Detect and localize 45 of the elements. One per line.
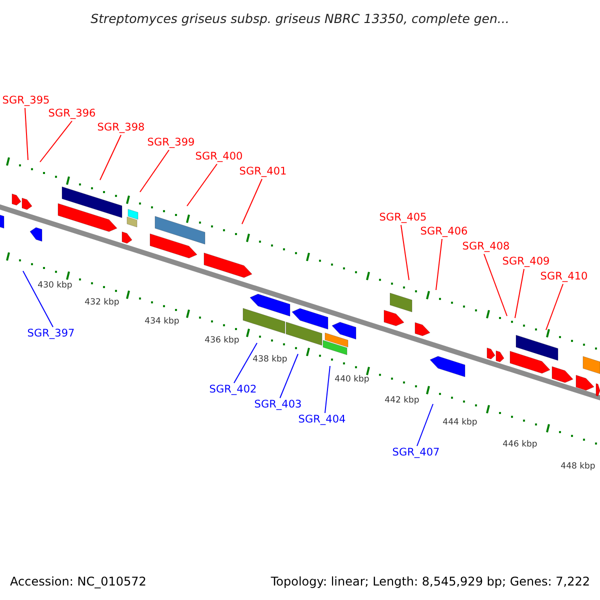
leader-line [40,120,72,162]
leader-line [400,224,410,280]
gene-label: SGR_396 [48,108,96,120]
gene-label: SGR_410 [540,270,588,284]
leader-line [436,238,442,290]
coordinate-label: 448 kbp [560,462,596,472]
gene-label: SGR_400 [195,150,243,164]
gene-label: SGR_408 [462,240,510,254]
coordinate-label: 430 kbp [38,280,72,292]
gene-label: SGR_398 [97,122,145,134]
coordinate-label: 436 kbp [204,336,240,346]
gene-label: SGR_404 [298,414,346,426]
coordinate-label: 444 kbp [442,418,478,428]
chart-title: Streptomyces griseus subsp. griseus NBRC 13350, complete gen... [90,11,510,27]
leader-line [100,134,122,180]
gene-label: SGR_399 [147,136,195,150]
coordinate-label: 440 kbp [334,374,370,386]
leader-line [484,254,508,316]
leader-line [280,354,298,398]
leader-line [22,270,54,328]
gene-label: SGR_397 [27,328,75,340]
leader-line [24,108,28,160]
leader-line [546,284,564,330]
coordinate-label: 446 kbp [502,440,538,450]
footer-text: Accession: NC_010572 [10,574,146,590]
gene-label: SGR_407 [392,446,440,460]
gene-label: SGR_395 [2,94,50,108]
coordinate-label: 442 kbp [384,396,420,406]
gene-label: SGR_405 [379,212,427,224]
gene-label: SGR_401 [239,166,287,178]
leader-line [416,404,434,446]
leader-line [186,164,218,206]
gene-label: SGR_403 [254,398,302,412]
leader-line [324,366,330,414]
coordinate-label: 438 kbp [252,354,288,366]
leader-line [242,178,262,224]
gene-label: SGR_409 [502,256,550,268]
gene-label: SGR_406 [420,226,468,238]
coordinate-label: 434 kbp [144,316,180,328]
footer-text: Topology: linear; Length: 8,545,929 bp; Genes: 7,222 [270,574,590,590]
leader-line [140,150,170,192]
coordinate-label: 432 kbp [84,298,120,308]
leader-line [514,268,524,318]
leader-line [234,342,258,384]
gene-label: SGR_402 [209,384,257,396]
